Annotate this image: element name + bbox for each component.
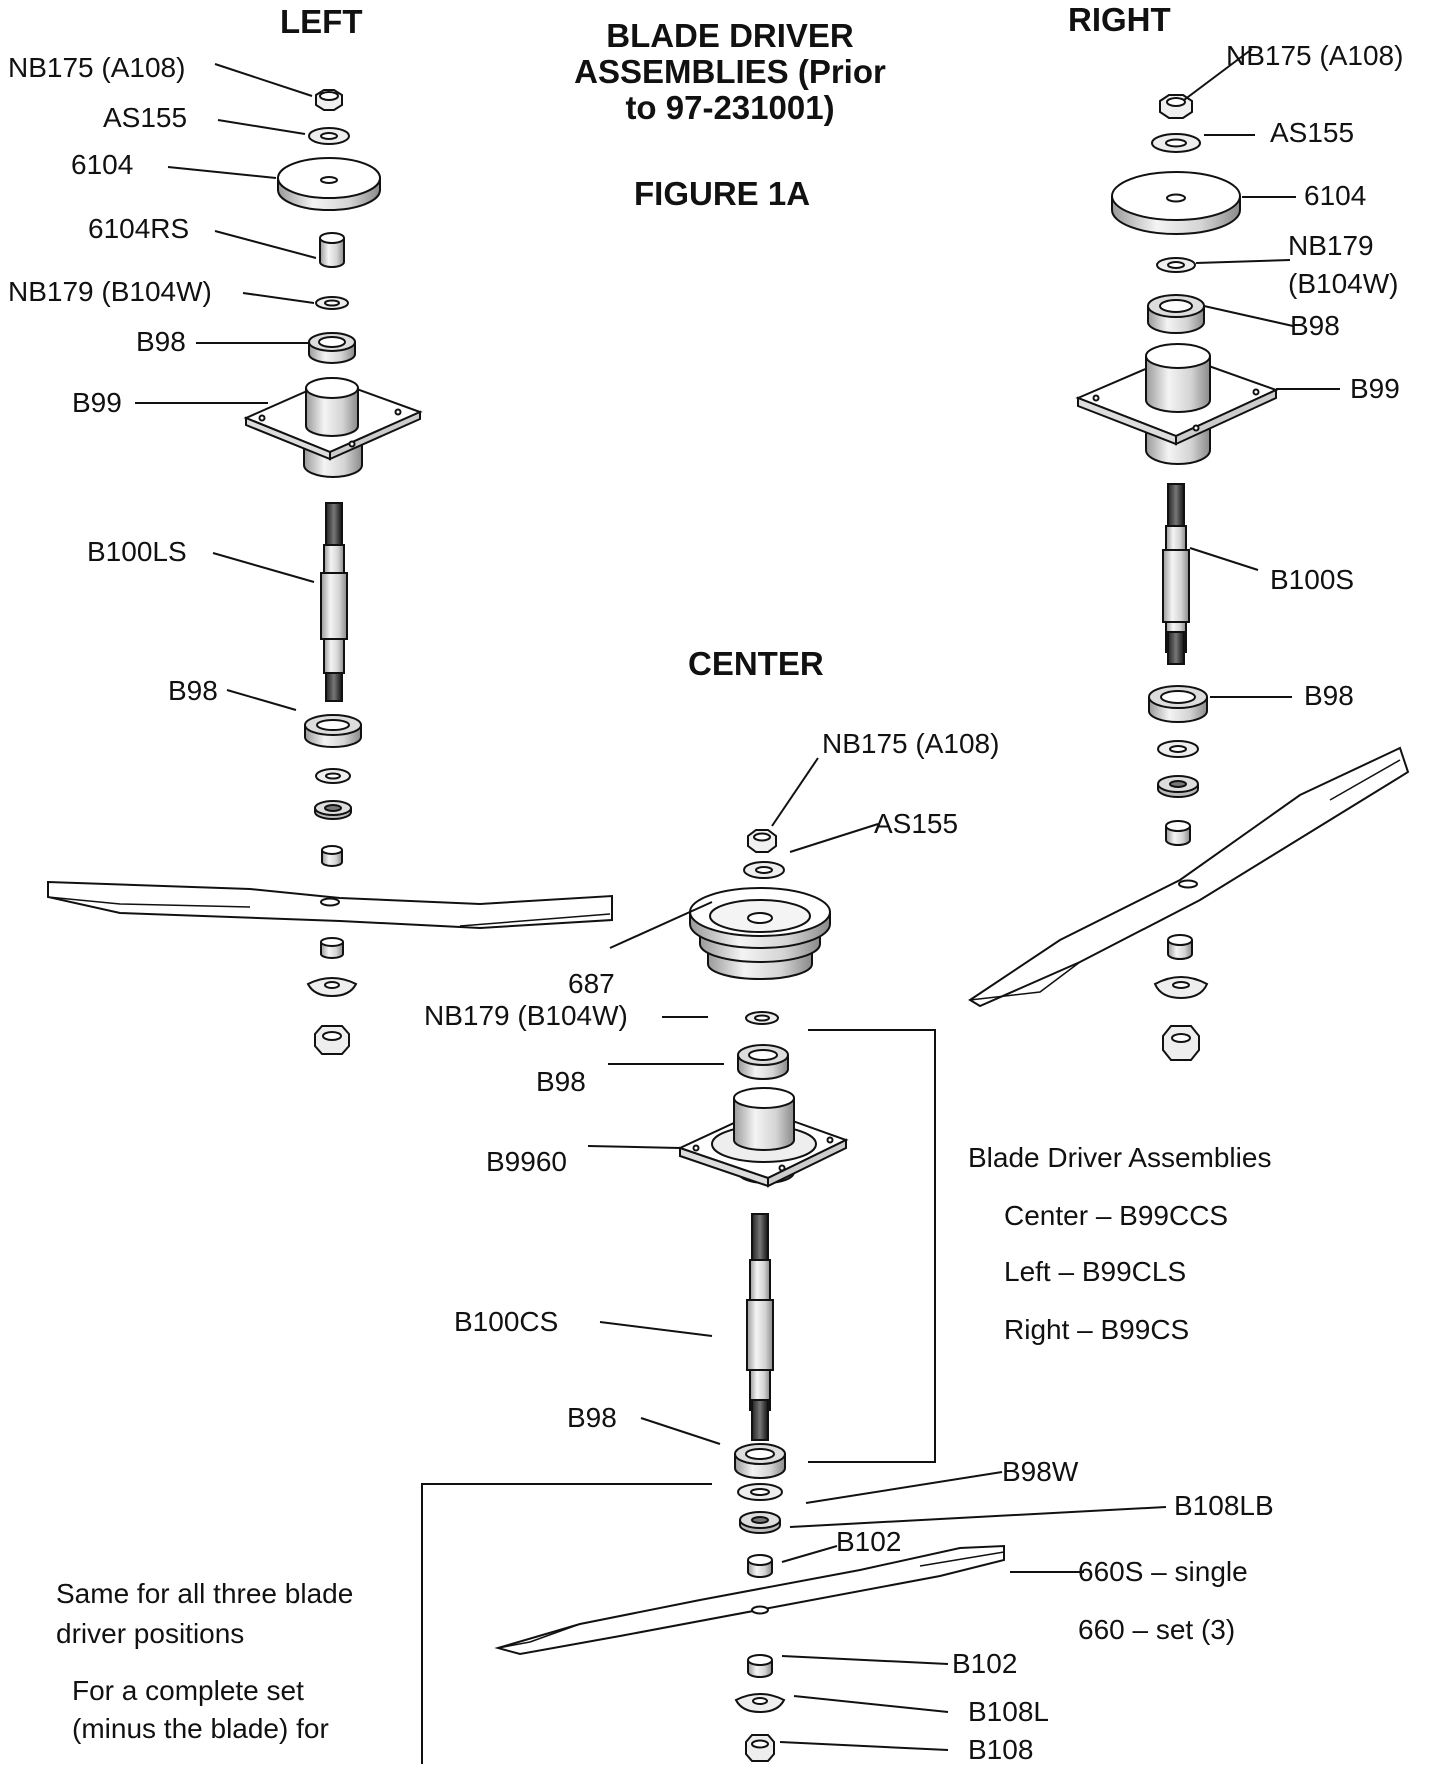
center-label-b102-top: B102 (836, 1526, 902, 1557)
right-label-6104: 6104 (1304, 180, 1367, 211)
right-washer-b98w (1157, 740, 1199, 758)
left-label-as155: AS155 (103, 102, 188, 133)
center-bushing-b102-bottom (747, 1654, 773, 1678)
center-label-nb179: NB179 (B104W) (424, 1000, 628, 1031)
left-label-b100ls: B100LS (87, 536, 187, 567)
right-label-b98-top: B98 (1290, 310, 1340, 341)
right-blade (968, 746, 1410, 1008)
left-bushing-b102-top (321, 845, 343, 867)
right-washer-nb179 (1156, 257, 1196, 273)
left-label-6104rs: 6104RS (88, 213, 190, 244)
assembly-right: Right – B99CS (1004, 1314, 1190, 1345)
left-label-b98-bottom: B98 (168, 675, 218, 706)
center-label-b108: B108 (968, 1734, 1034, 1765)
right-nut-b108 (1162, 1025, 1200, 1061)
center-label-b108lb: B108LB (1174, 1490, 1274, 1521)
leader-lines (135, 48, 1340, 1764)
right-washer-b108lb (1157, 775, 1199, 798)
right-bearing-b98-bottom (1148, 685, 1208, 723)
left-washer-as155 (308, 127, 350, 145)
left-assembly (47, 89, 613, 1055)
center-label-b100cs: B100CS (454, 1306, 559, 1337)
left-blade (47, 880, 613, 930)
left-pulley-6104 (277, 157, 381, 211)
note-complete-set: For a complete set (minus the blade) for (72, 1675, 329, 1744)
left-washer-nb179 (315, 296, 349, 310)
center-shaft-b100cs (746, 1213, 774, 1441)
center-label-b9960: B9960 (486, 1146, 567, 1177)
center-washer-nb179 (745, 1011, 779, 1025)
left-spacer-6104rs (319, 232, 345, 268)
right-label-nb179-1: NB179 (1288, 230, 1374, 261)
right-bushing-b102-top (1165, 820, 1191, 846)
center-bearing-b98-top (737, 1044, 789, 1080)
center-label-b98w: B98W (1002, 1456, 1079, 1487)
left-label-nb175: NB175 (A108) (8, 52, 186, 83)
center-label-660: 660 – set (3) (1078, 1614, 1236, 1645)
center-assembly (494, 829, 1005, 1762)
right-washer-as155 (1151, 133, 1201, 153)
right-bushing-b102-bottom (1167, 934, 1193, 960)
center-housing-b9960 (677, 1087, 849, 1188)
diagram-title: BLADE DRIVER ASSEMBLIES (Prior to 97-231… (540, 17, 920, 126)
title-line-1: BLADE DRIVER (606, 17, 854, 54)
left-bearing-b98-bottom (304, 714, 362, 748)
note-same-for-all: Same for all three blade driver position… (56, 1578, 354, 1649)
right-label-as155: AS155 (1270, 117, 1355, 148)
right-label-b99: B99 (1350, 373, 1400, 404)
heading-center: CENTER (688, 645, 824, 682)
center-label-687: 687 (568, 968, 615, 999)
left-housing-b99 (243, 377, 423, 478)
left-label-b99: B99 (72, 387, 122, 418)
right-nut-nb175 (1159, 94, 1193, 119)
center-washer-b98w (737, 1483, 783, 1501)
center-blade (494, 1544, 1005, 1656)
left-label-b98-top: B98 (136, 326, 186, 357)
heading-right: RIGHT (1068, 1, 1171, 38)
title-line-3: to 97-231001) (625, 89, 835, 126)
center-bearing-b98-bottom (734, 1443, 786, 1479)
center-label-b98-bottom: B98 (567, 1402, 617, 1433)
left-label-nb179: NB179 (B104W) (8, 276, 212, 307)
right-pulley-6104 (1111, 171, 1241, 235)
right-bearing-b98-top (1147, 294, 1205, 334)
left-lockwasher-b108l (306, 977, 358, 998)
center-nut-b108 (745, 1734, 775, 1762)
right-label-nb179-2: (B104W) (1288, 268, 1399, 299)
center-pulley-687 (689, 887, 831, 980)
left-bushing-b102-bottom (320, 937, 344, 959)
right-assembly (968, 94, 1410, 1061)
right-label-b100s: B100S (1270, 564, 1355, 595)
center-bushing-b102-top (747, 1554, 773, 1578)
right-label-b98-bottom: B98 (1304, 680, 1354, 711)
center-nut-nb175 (747, 829, 777, 853)
center-label-as155: AS155 (874, 808, 959, 839)
assembly-center: Center – B99CCS (1004, 1200, 1229, 1231)
left-washer-b98w (315, 768, 351, 784)
assembly-left: Left – B99CLS (1004, 1256, 1187, 1287)
right-label-nb175: NB175 (A108) (1226, 40, 1404, 71)
center-label-b102-bottom: B102 (952, 1648, 1018, 1679)
left-nut-b108 (314, 1025, 350, 1055)
figure-label: FIGURE 1A (634, 175, 811, 212)
center-label-b98-top: B98 (536, 1066, 586, 1097)
left-washer-b108lb (314, 800, 352, 820)
center-washer-b108lb (739, 1511, 781, 1534)
right-shaft-b100s (1162, 483, 1190, 665)
right-housing-b99 (1075, 343, 1279, 465)
left-shaft-b100ls (320, 502, 348, 702)
center-lockwasher-b108l (734, 1693, 786, 1714)
title-line-2: ASSEMBLIES (Prior (574, 53, 886, 90)
left-bearing-b98-top (308, 332, 356, 364)
center-label-660s: 660S – single (1078, 1556, 1248, 1587)
left-nut-nb175 (315, 89, 343, 111)
center-label-nb175: NB175 (A108) (822, 728, 1000, 759)
left-label-6104: 6104 (71, 149, 134, 180)
center-label-b108l: B108L (968, 1696, 1049, 1727)
assemblies-heading: Blade Driver Assemblies (968, 1142, 1272, 1173)
right-lockwasher-b108l (1153, 976, 1209, 1000)
center-washer-as155 (743, 861, 785, 879)
heading-left: LEFT (280, 3, 363, 40)
